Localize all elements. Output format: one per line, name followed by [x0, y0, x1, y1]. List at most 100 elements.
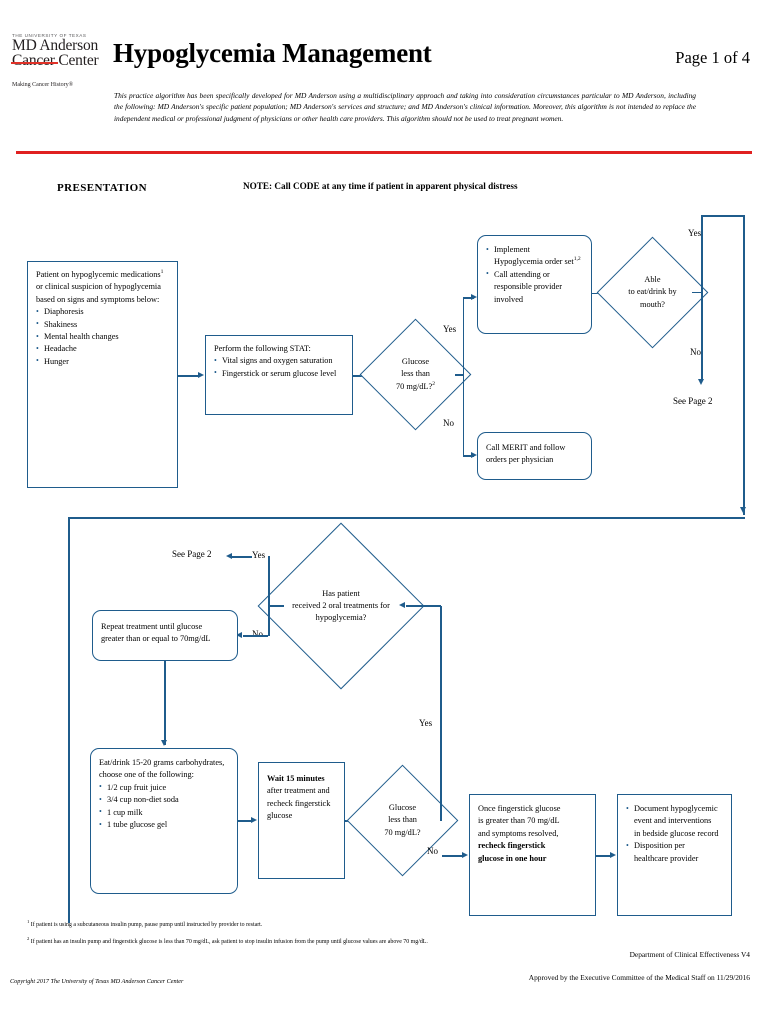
arrowhead	[462, 852, 468, 858]
department-version: Department of Clinical Effectiveness V4	[629, 950, 750, 959]
connector-d1-no-a	[462, 374, 465, 456]
arrowhead	[236, 632, 242, 638]
footnote-1-marker: 1	[27, 919, 30, 925]
footnote-1-text: If patient is using a subcutaneous insul…	[30, 922, 263, 928]
decision-glucose-2-text: Glucose less than 70 mg/dL?	[384, 803, 421, 837]
wait-line-3: recheck fingerstick	[267, 798, 331, 808]
connector-repeat-to-carb	[164, 661, 166, 745]
logo-strikethrough	[11, 62, 58, 65]
carbohydrates-box: Eat/drink 15-20 grams carbohydrates, cho…	[90, 748, 238, 894]
connector-wrap-left-down	[68, 517, 70, 923]
wait-line-2: after treatment and	[267, 786, 330, 796]
presentation-box: Patient on hypoglycemic medications1 or …	[27, 261, 178, 488]
list-item: 1 tube glucose gel	[99, 819, 230, 832]
presentation-intro-text: Patient on hypoglycemic medications	[36, 270, 161, 279]
arrowhead	[740, 507, 747, 513]
implement-list: Implement Hypoglycemia order set1,2 Call…	[486, 244, 584, 306]
label-no-1: No	[443, 418, 454, 428]
logo-md-anderson-line: MD Anderson	[12, 37, 99, 54]
label-no-2: No	[690, 347, 701, 357]
repeat-line-2: greater than or equal to 70mg/dL	[101, 634, 211, 644]
resolved-bold-1: recheck fingerstick	[478, 841, 546, 851]
connector-g2-yes-up	[440, 606, 442, 821]
wait-bold-text: Wait 15 minutes	[267, 774, 325, 783]
disclaimer-text: This practice algorithm has been specifi…	[114, 91, 696, 123]
document-list: Document hypoglycemic event and interven…	[626, 802, 724, 865]
merit-line-1: Call MERIT and follow	[486, 443, 566, 452]
connector-wrap-across	[68, 517, 745, 519]
list-item: Document hypoglycemic event and interven…	[626, 802, 724, 840]
recheck-one-hour-box: Once fingerstick glucose is greater than…	[469, 794, 596, 916]
carb-heading-1: Eat/drink 15-20 grams carbohydrates,	[99, 758, 225, 767]
page-indicator: Page 1 of 4	[675, 48, 750, 67]
connector-oral-yes-up	[268, 556, 270, 606]
approval-text: Approved by the Executive Committee of t…	[528, 973, 750, 982]
md-anderson-logo: THE UNIVERSITY OF TEXAS MD Anderson Canc…	[11, 33, 108, 88]
footnote-2: 2 If patient has an insulin pump and fin…	[27, 936, 428, 946]
decision-oral-text: Has patient received 2 oral treatments f…	[292, 588, 390, 623]
page-title: Hypoglycemia Management	[113, 38, 432, 68]
connector-oral-no-down	[268, 605, 270, 636]
connector-able-yes-right	[701, 215, 745, 217]
list-item: 3/4 cup non-diet soda	[99, 794, 230, 807]
carb-heading-2: choose one of the following:	[99, 770, 194, 780]
copyright-text: Copyright 2017 The University of Texas M…	[10, 978, 184, 985]
decision-glucose-2: Glucose less than 70 mg/dL?	[346, 764, 459, 877]
repeat-line-1: Repeat treatment until glucose	[101, 622, 203, 631]
label-yes-2: Yes	[688, 228, 702, 238]
connector-oral-yes-left	[232, 556, 252, 558]
list-item: Fingerstick or serum glucose level	[214, 367, 345, 380]
arrowhead	[698, 379, 704, 385]
resolved-bold-2: glucose in one hour	[478, 853, 547, 863]
logo-cancer-center-text: Cancer Center	[12, 52, 99, 69]
list-item: Vital signs and oxygen saturation	[214, 355, 345, 368]
arrowhead	[198, 372, 204, 378]
connector-d1-no-b	[462, 455, 474, 457]
decision-able-to-eat: Able to eat/drink by mouth?	[596, 236, 709, 349]
wait-line-4: glucose	[267, 811, 293, 821]
list-item: Headache	[36, 343, 170, 356]
connector-d1-yes-b	[462, 297, 465, 375]
stat-heading: Perform the following STAT:	[214, 344, 311, 353]
merit-line-2: orders per physician	[486, 455, 554, 465]
list-item: Hunger	[36, 355, 170, 368]
presentation-intro-sup: 1	[160, 269, 164, 276]
stat-list: Vital signs and oxygen saturation Finger…	[214, 355, 345, 380]
footnote-2-marker: 2	[27, 936, 30, 942]
connector-able-no-down	[701, 292, 703, 381]
decision-glucose-1: Glucose less than 70 mg/dL?2	[359, 318, 472, 431]
label-yes-1: Yes	[443, 324, 457, 334]
connector-d1-yes-c	[462, 297, 474, 299]
arrowhead	[471, 294, 477, 300]
presentation-intro-rest: or clinical suspicion of hypoglycemia ba…	[36, 282, 161, 304]
footnote-1: 1 If patient is using a subcutaneous ins…	[27, 919, 263, 929]
connector-able-stem	[692, 291, 702, 294]
see-page-2-upper: See Page 2	[673, 396, 713, 406]
arrowhead	[610, 852, 616, 858]
logo-cancer-center-line: Cancer Center	[11, 52, 108, 69]
connector-oral-stem	[268, 605, 284, 607]
resolved-line-3: and symptoms resolved,	[478, 828, 559, 838]
connector-presentation-to-stat	[178, 375, 200, 377]
connector-carb-to-wait	[238, 820, 253, 822]
see-page-2-lower: See Page 2	[172, 549, 212, 559]
arrowhead	[399, 602, 405, 608]
logo-tagline: Making Cancer History®	[12, 82, 74, 88]
arrowhead	[471, 452, 477, 458]
list-item: Disposition per healthcare provider	[626, 840, 724, 865]
connector-able-yes-down-right	[743, 215, 745, 515]
logo-university-line: THE UNIVERSITY OF TEXAS	[12, 33, 87, 38]
stat-box: Perform the following STAT: Vital signs …	[205, 335, 353, 415]
presentation-intro: Patient on hypoglycemic medications1 or …	[36, 269, 170, 306]
connector-able-yes-up	[701, 215, 703, 292]
page-header: THE UNIVERSITY OF TEXAS MD Anderson Canc…	[0, 0, 768, 160]
label-yes-4: Yes	[419, 718, 433, 728]
code-note: NOTE: Call CODE at any time if patient i…	[243, 181, 518, 191]
list-item: Diaphoresis	[36, 306, 170, 319]
arrowhead	[251, 817, 257, 823]
carb-list: 1/2 cup fruit juice 3/4 cup non-diet sod…	[99, 781, 230, 832]
label-no-3: No	[252, 629, 263, 639]
implement-order-set-box: Implement Hypoglycemia order set1,2 Call…	[477, 235, 592, 334]
